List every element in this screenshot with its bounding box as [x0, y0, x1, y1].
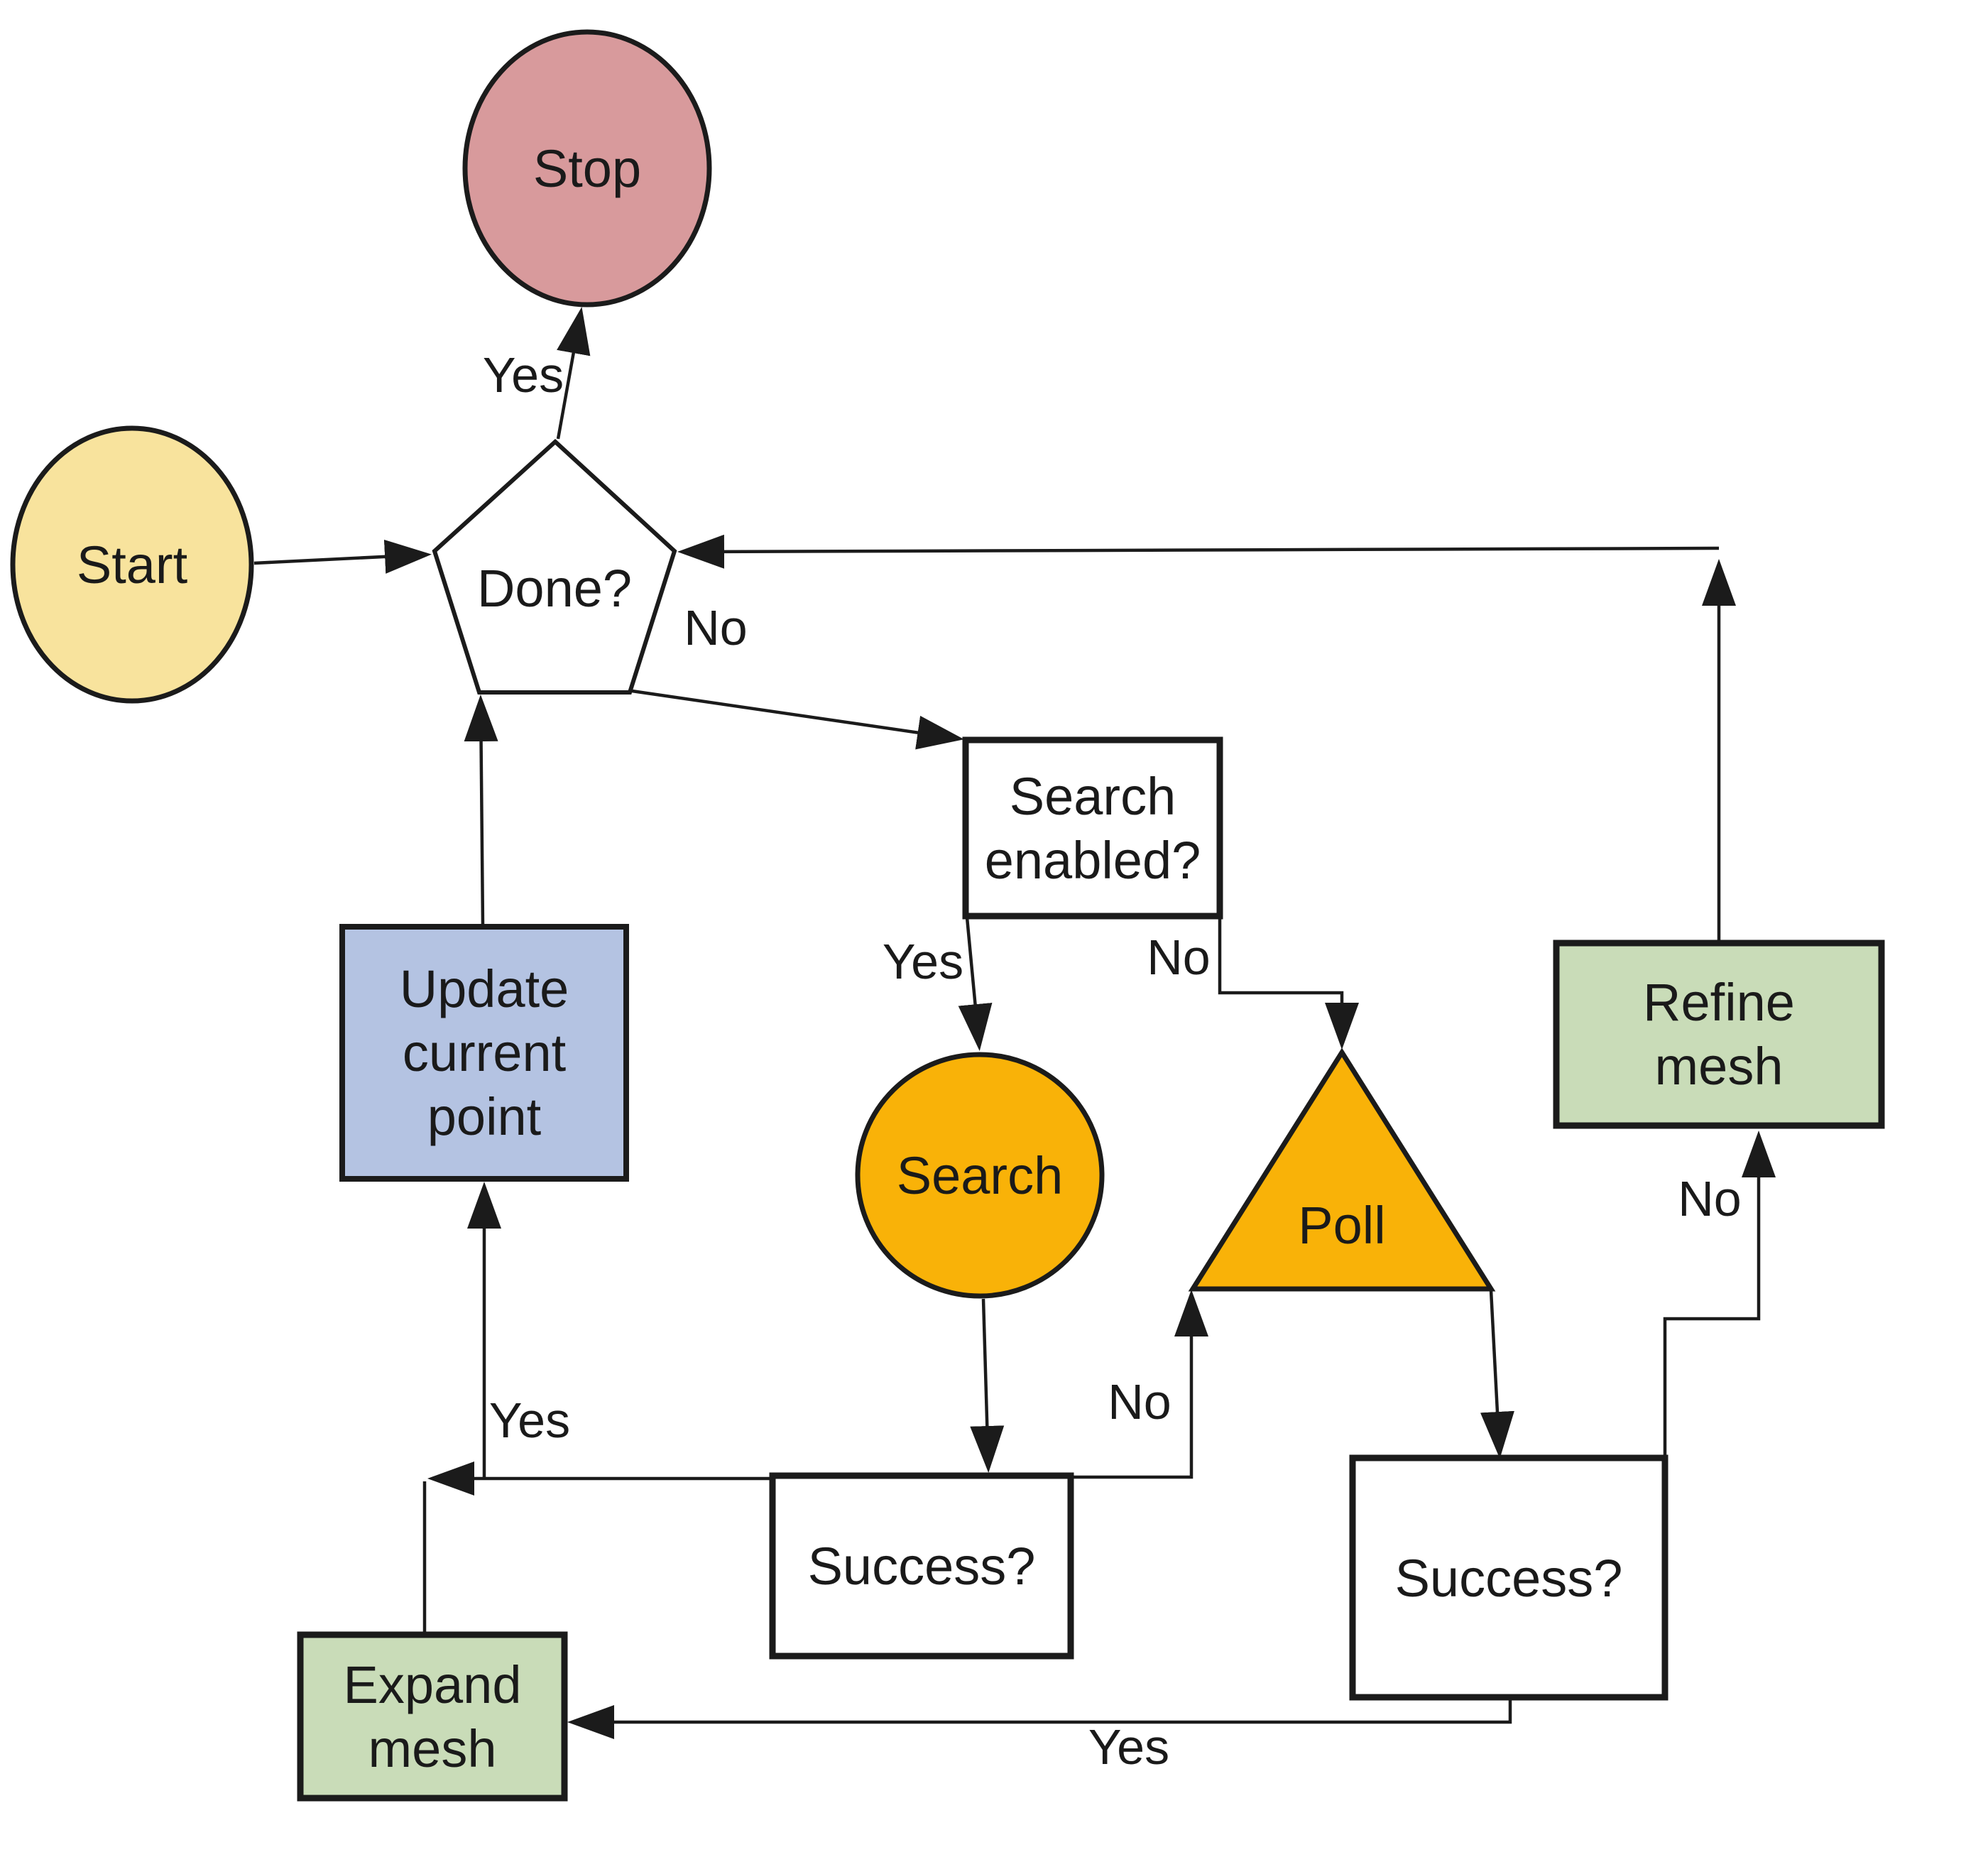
search-enabled-node	[962, 736, 1223, 920]
refine-mesh-node	[1553, 940, 1885, 1129]
stop-node	[462, 29, 712, 307]
start-node	[10, 425, 254, 704]
stop-label: Stop	[533, 139, 641, 198]
update-current-point-node	[339, 924, 629, 1182]
edge-search-enabled-no-to-poll	[1218, 918, 1359, 1050]
poll-label: Poll	[1298, 1196, 1385, 1255]
edge-start-to-done	[253, 539, 432, 574]
done-node	[432, 438, 677, 695]
edge-success-right-yes-to-expand	[567, 1699, 1512, 1739]
edge-success-left-no-to-poll	[1071, 1290, 1208, 1479]
edge-done-no-to-search-enabled	[631, 689, 964, 750]
edge-label-success-left-no-to-poll: No	[1108, 1374, 1171, 1430]
edge-label-search-enabled-no-to-poll: No	[1147, 930, 1210, 985]
edge-update-to-done	[464, 695, 498, 926]
success-right-label: Success?	[1395, 1549, 1623, 1608]
edge-success-right-no-to-refine	[1663, 1131, 1776, 1457]
edge-label-success-right-yes-to-expand: Yes	[1088, 1719, 1169, 1775]
success-left-label: Success?	[808, 1537, 1036, 1596]
edge-label-success-left-yes-west: Yes	[489, 1393, 570, 1448]
edge-refine-to-done	[677, 534, 1720, 569]
edge-label-success-right-no-to-refine: No	[1678, 1171, 1741, 1226]
edge-done-yes-to-stop	[556, 307, 591, 440]
start-label: Start	[77, 535, 188, 594]
edge-label-done-no-to-search-enabled: No	[684, 600, 747, 655]
edge-search-to-success-left	[970, 1298, 1005, 1473]
edge-poll-to-success-right	[1480, 1290, 1514, 1459]
expand-mesh-node	[297, 1631, 568, 1802]
edge-label-done-yes-to-stop: Yes	[483, 347, 564, 403]
success-left-node	[769, 1472, 1074, 1660]
search-node	[855, 1052, 1105, 1299]
search-label: Search	[897, 1146, 1063, 1205]
edge-search-enabled-yes-to-search	[958, 917, 993, 1051]
success-right-node	[1349, 1454, 1668, 1701]
poll-node	[1188, 1047, 1496, 1292]
edge-label-search-enabled-yes-to-search: Yes	[883, 934, 963, 989]
done-label: Done?	[477, 559, 632, 618]
